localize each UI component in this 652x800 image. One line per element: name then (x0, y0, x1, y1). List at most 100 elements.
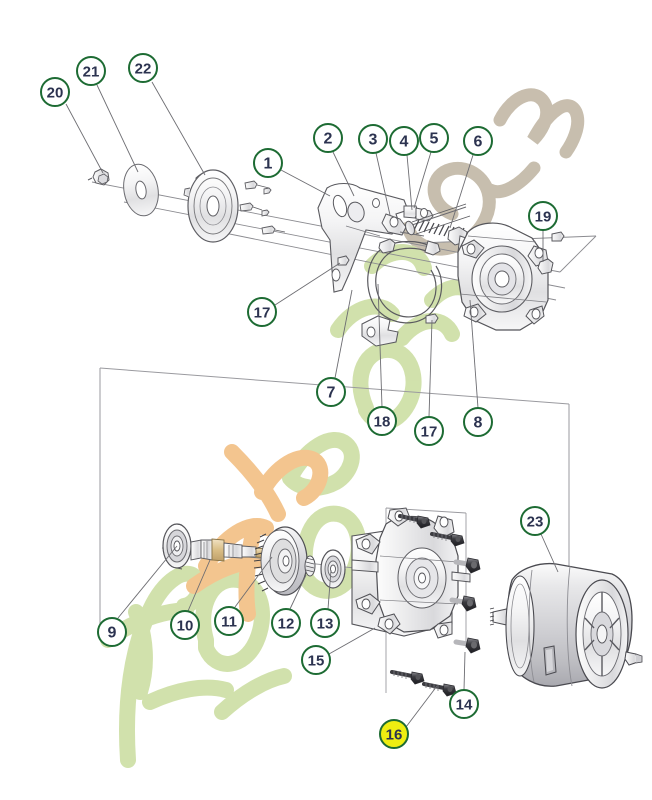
callout-circle (520, 506, 550, 536)
callout-circle (247, 297, 277, 327)
leader-line-5 (413, 151, 432, 209)
callout-14[interactable]: 14 (449, 689, 479, 719)
part-21-washer (123, 163, 159, 217)
leader-line-12 (289, 574, 307, 610)
callout-17[interactable]: 17 (247, 297, 277, 327)
callout-circle (301, 645, 331, 675)
callout-label: 4 (400, 134, 409, 151)
callout-label: 10 (177, 618, 194, 635)
callout-label: 17 (421, 424, 438, 441)
leader-line-1 (280, 169, 331, 197)
callout-6[interactable]: 6 (463, 126, 493, 156)
leader-line-18 (377, 283, 383, 408)
callout-12[interactable]: 12 (271, 608, 301, 638)
callout-label: 7 (327, 385, 336, 402)
callout-circle (76, 56, 106, 86)
part-15-gearbox-housing (351, 507, 471, 639)
leader-line-13 (327, 569, 332, 610)
leader-line-23 (540, 533, 559, 573)
callout-5[interactable]: 5 (419, 123, 449, 153)
callout-circle (528, 201, 558, 231)
callout-label: 5 (430, 131, 439, 148)
callout-3[interactable]: 3 (358, 124, 388, 154)
callout-21[interactable]: 21 (76, 56, 106, 86)
callout-23[interactable]: 23 (520, 506, 550, 536)
leader-line-11 (234, 556, 273, 608)
callout-10[interactable]: 10 (170, 610, 200, 640)
leader-line-7 (334, 289, 353, 379)
callout-7[interactable]: 7 (316, 377, 346, 407)
callout-circle (316, 377, 346, 407)
callout-circle (463, 126, 493, 156)
callout-20[interactable]: 20 (40, 77, 70, 107)
callout-circle (379, 719, 409, 749)
callout-label: 15 (308, 653, 325, 670)
callout-circle (253, 148, 283, 178)
leader-line-22 (151, 81, 206, 176)
leader-line-8 (469, 299, 479, 409)
callout-label: 22 (135, 61, 152, 78)
leader-line-4 (406, 154, 413, 211)
leader-line-6 (449, 154, 474, 229)
callout-label: 6 (474, 134, 483, 151)
callout-label: 12 (278, 616, 295, 633)
part-18-bracket (361, 315, 399, 347)
part-19-screw (537, 258, 554, 275)
callout-circle (358, 124, 388, 154)
leader-line-20 (65, 103, 104, 174)
callout-label: 19 (535, 209, 552, 226)
callout-1[interactable]: 1 (253, 148, 283, 178)
callout-circle (367, 406, 397, 436)
watermark-foretjardin-green (100, 244, 484, 768)
callout-circle (97, 617, 127, 647)
callout-label: 11 (221, 614, 237, 631)
part-23-electric-motor (489, 562, 643, 689)
callout-label: 3 (369, 132, 378, 149)
callout-circle (40, 77, 70, 107)
callout-19[interactable]: 19 (528, 201, 558, 231)
callout-circle (310, 608, 340, 638)
part-13-bearing (320, 549, 346, 589)
part-2-lever-plate (317, 182, 409, 293)
callout-label: 14 (456, 697, 473, 714)
callout-15[interactable]: 15 (301, 645, 331, 675)
callout-circle (170, 610, 200, 640)
part-14-short-bolts (449, 557, 481, 654)
leader-line-10 (187, 559, 211, 612)
leader-line-16 (405, 685, 438, 728)
part-11-gear (253, 526, 308, 596)
callout-circle (414, 416, 444, 446)
callout-circle (419, 123, 449, 153)
part-16-long-bolts (390, 514, 465, 697)
callout-circle (389, 126, 419, 156)
part-3-4-pivot-link (381, 205, 434, 237)
callout-circle (271, 608, 301, 638)
callout-22[interactable]: 22 (128, 53, 158, 83)
callout-leader-lines (65, 81, 559, 728)
callout-circle (214, 606, 244, 636)
callout-11[interactable]: 11 (214, 606, 244, 636)
callout-4[interactable]: 4 (389, 126, 419, 156)
leader-line-17 (274, 262, 341, 306)
leader-line-17 (428, 319, 433, 418)
callout-18[interactable]: 18 (367, 406, 397, 436)
callout-circle (463, 407, 493, 437)
callout-16-highlighted[interactable]: 16 (379, 719, 409, 749)
part-1-pins (239, 180, 286, 235)
callout-label: 2 (324, 131, 333, 148)
callout-9[interactable]: 9 (97, 617, 127, 647)
callout-label: 13 (317, 616, 334, 633)
leader-line-3 (375, 152, 391, 216)
callout-8[interactable]: 8 (463, 407, 493, 437)
callout-label: 21 (83, 64, 100, 81)
leader-line-14 (463, 651, 466, 691)
leader-line-21 (96, 84, 139, 173)
callout-2[interactable]: 2 (313, 123, 343, 153)
callout-17[interactable]: 17 (414, 416, 444, 446)
callout-label: 8 (474, 415, 483, 432)
part-20-clip (87, 168, 110, 186)
callout-13[interactable]: 13 (310, 608, 340, 638)
